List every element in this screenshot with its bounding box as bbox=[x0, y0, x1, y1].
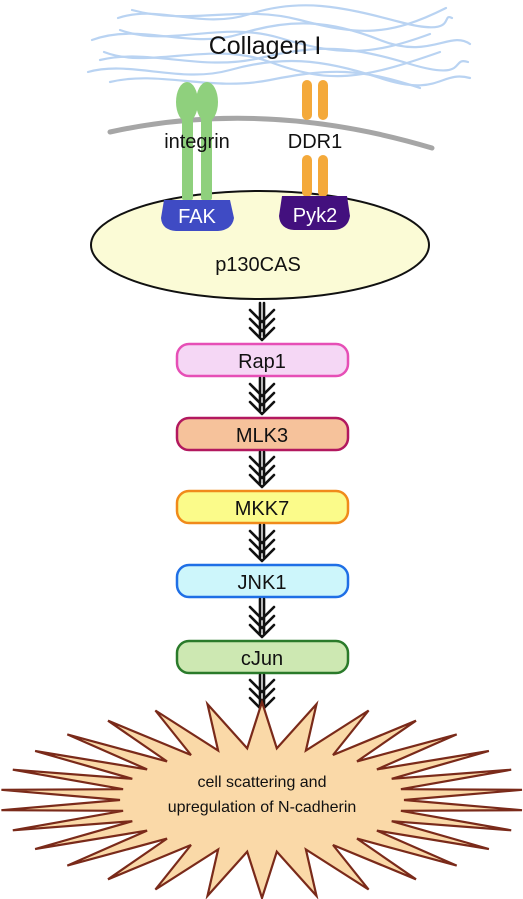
collagen-fiber bbox=[130, 6, 448, 32]
arrow-head bbox=[248, 623, 276, 639]
jnk1-box bbox=[175, 563, 350, 599]
rap1-box bbox=[175, 342, 350, 378]
cjun-label: cJun bbox=[241, 648, 283, 670]
outcome-line-1: cell scattering and bbox=[198, 774, 327, 791]
ddr1-segment bbox=[318, 155, 328, 197]
arrow-head bbox=[248, 308, 276, 324]
pyk2-kinase bbox=[279, 196, 350, 230]
mkk7-label: MKK7 bbox=[235, 498, 289, 520]
arrow-head bbox=[248, 382, 276, 398]
ddr1-segment bbox=[318, 80, 328, 120]
arrow-head bbox=[248, 464, 276, 480]
integrin-receptor bbox=[176, 82, 218, 200]
collagen-fiber bbox=[118, 28, 432, 53]
outcome-starburst bbox=[1, 698, 523, 899]
arrow-head bbox=[248, 391, 276, 407]
integrin-stem-left bbox=[182, 105, 193, 200]
arrow-head bbox=[248, 678, 276, 694]
fak-label: FAK bbox=[178, 206, 216, 228]
outcome-line-2: upregulation of N-cadherin bbox=[168, 799, 357, 816]
arrow-head bbox=[248, 473, 276, 489]
arrow-head bbox=[248, 547, 276, 563]
pathway-step-jnk1: JNK1 bbox=[175, 563, 350, 599]
integrin-head-right bbox=[196, 82, 218, 122]
collagen-label: Collagen I bbox=[209, 32, 322, 60]
pathway-step-rap1: Rap1 bbox=[175, 342, 350, 378]
arrow-head bbox=[248, 538, 276, 554]
pyk2-label: Pyk2 bbox=[293, 205, 337, 227]
arrow-head bbox=[248, 317, 276, 333]
collagen-fiber bbox=[86, 59, 472, 87]
ddr1-segment bbox=[302, 80, 312, 120]
arrow-head bbox=[248, 455, 276, 471]
ddr1-segment bbox=[302, 155, 312, 197]
collagen-fiber bbox=[108, 70, 422, 90]
arrow-head bbox=[248, 605, 276, 621]
collagen-fibers bbox=[86, 4, 472, 90]
integrin-head-left bbox=[176, 82, 198, 122]
arrow-head bbox=[248, 614, 276, 630]
cell-membrane bbox=[107, 115, 435, 151]
jnk1-label: JNK1 bbox=[238, 572, 287, 594]
ddr1-receptor bbox=[302, 80, 328, 197]
collagen-fiber bbox=[102, 50, 442, 78]
fak-kinase bbox=[161, 200, 234, 231]
p130cas-ellipse bbox=[90, 190, 430, 300]
mkk7-box bbox=[175, 489, 350, 525]
arrow-head bbox=[248, 326, 276, 342]
pathway-step-mlk3: MLK3 bbox=[175, 416, 350, 452]
mlk3-label: MLK3 bbox=[236, 425, 288, 447]
arrow-head bbox=[248, 529, 276, 545]
arrow-head bbox=[248, 400, 276, 416]
pathway-step-mkk7: MKK7 bbox=[175, 489, 350, 525]
integrin-stem-right bbox=[201, 105, 212, 200]
pathway-step-cjun: cJun bbox=[175, 639, 350, 675]
rap1-label: Rap1 bbox=[238, 351, 286, 373]
cjun-box bbox=[175, 639, 350, 675]
integrin-label: integrin bbox=[164, 131, 230, 153]
mlk3-box bbox=[175, 416, 350, 452]
p130cas-label: p130CAS bbox=[215, 254, 301, 276]
ddr1-label: DDR1 bbox=[288, 131, 342, 153]
